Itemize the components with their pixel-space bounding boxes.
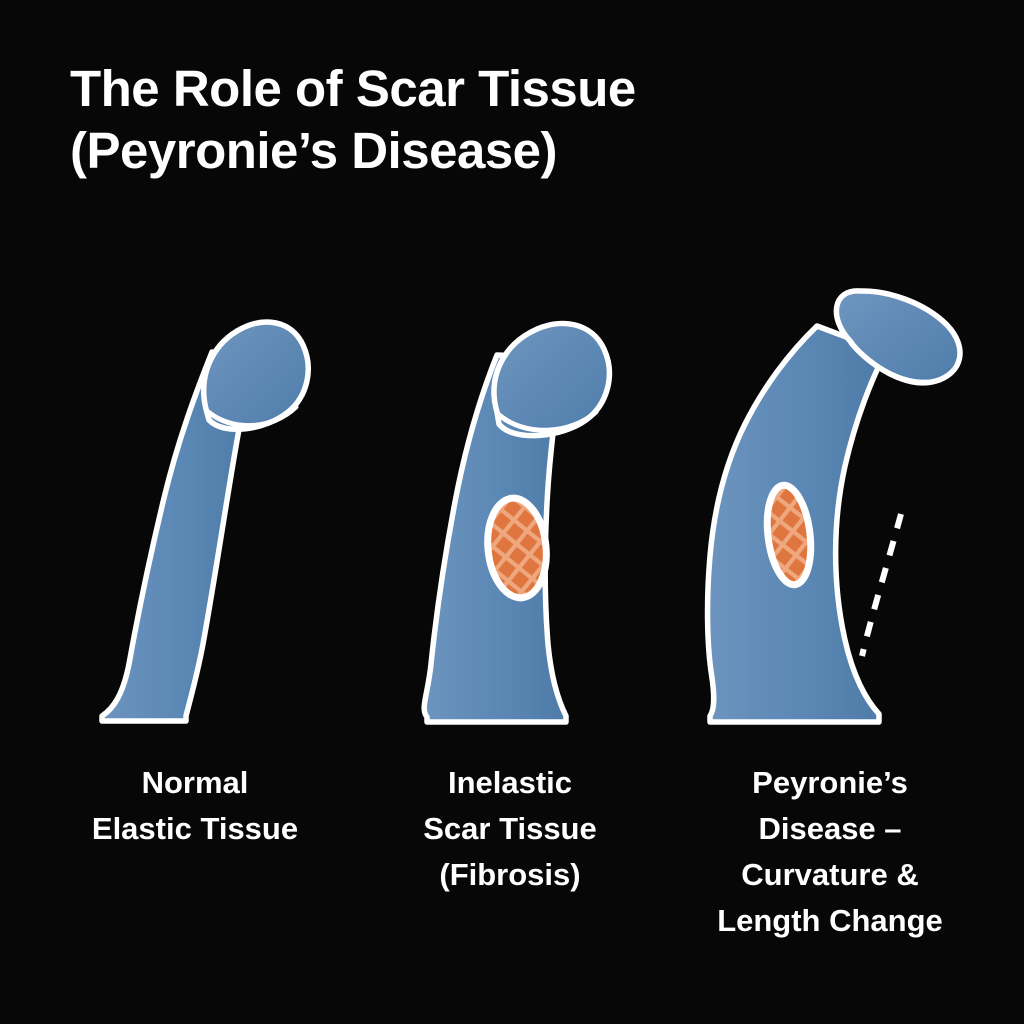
- caption-fibrosis: Inelastic Scar Tissue (Fibrosis): [345, 760, 675, 898]
- caption-normal-line-2: Elastic Tissue: [91, 811, 299, 846]
- curvature-guide-dashed-line: [859, 513, 904, 657]
- figure-fibrosis-glans: [491, 320, 613, 439]
- caption-peyronies-line-2: Disease –: [758, 811, 902, 846]
- figure-normal-shaft: [99, 349, 255, 724]
- caption-normal: Normal Elastic Tissue: [25, 760, 365, 852]
- caption-fibrosis-line-2: Scar Tissue: [423, 811, 597, 846]
- figure-peyronies-corona-line: [848, 340, 943, 385]
- caption-fibrosis-line-3: (Fibrosis): [439, 857, 581, 892]
- caption-peyronies: Peyronie’s Disease – Curvature & Length …: [650, 760, 1010, 944]
- figure-normal: [99, 319, 311, 724]
- caption-peyronies-line-1: Peyronie’s: [752, 765, 908, 800]
- figure-peyronies: [704, 288, 963, 725]
- caption-peyronies-line-4: Length Change: [717, 903, 943, 938]
- title-line-1: The Role of Scar Tissue: [70, 60, 636, 117]
- title-line-2: (Peyronie’s Disease): [70, 122, 558, 179]
- scar-plaque-fibrosis: [484, 494, 550, 602]
- figure-fibrosis: [421, 320, 613, 725]
- caption-peyronies-line-3: Curvature &: [741, 857, 919, 892]
- scar-plaque-peyronies: [763, 481, 815, 589]
- figure-fibrosis-corona-line: [495, 409, 599, 433]
- page-title: The Role of Scar Tissue (Peyronie’s Dise…: [70, 58, 950, 182]
- caption-normal-line-1: Normal: [141, 765, 249, 800]
- figure-normal-corona-line: [204, 404, 299, 429]
- caption-fibrosis-line-1: Inelastic: [447, 765, 573, 800]
